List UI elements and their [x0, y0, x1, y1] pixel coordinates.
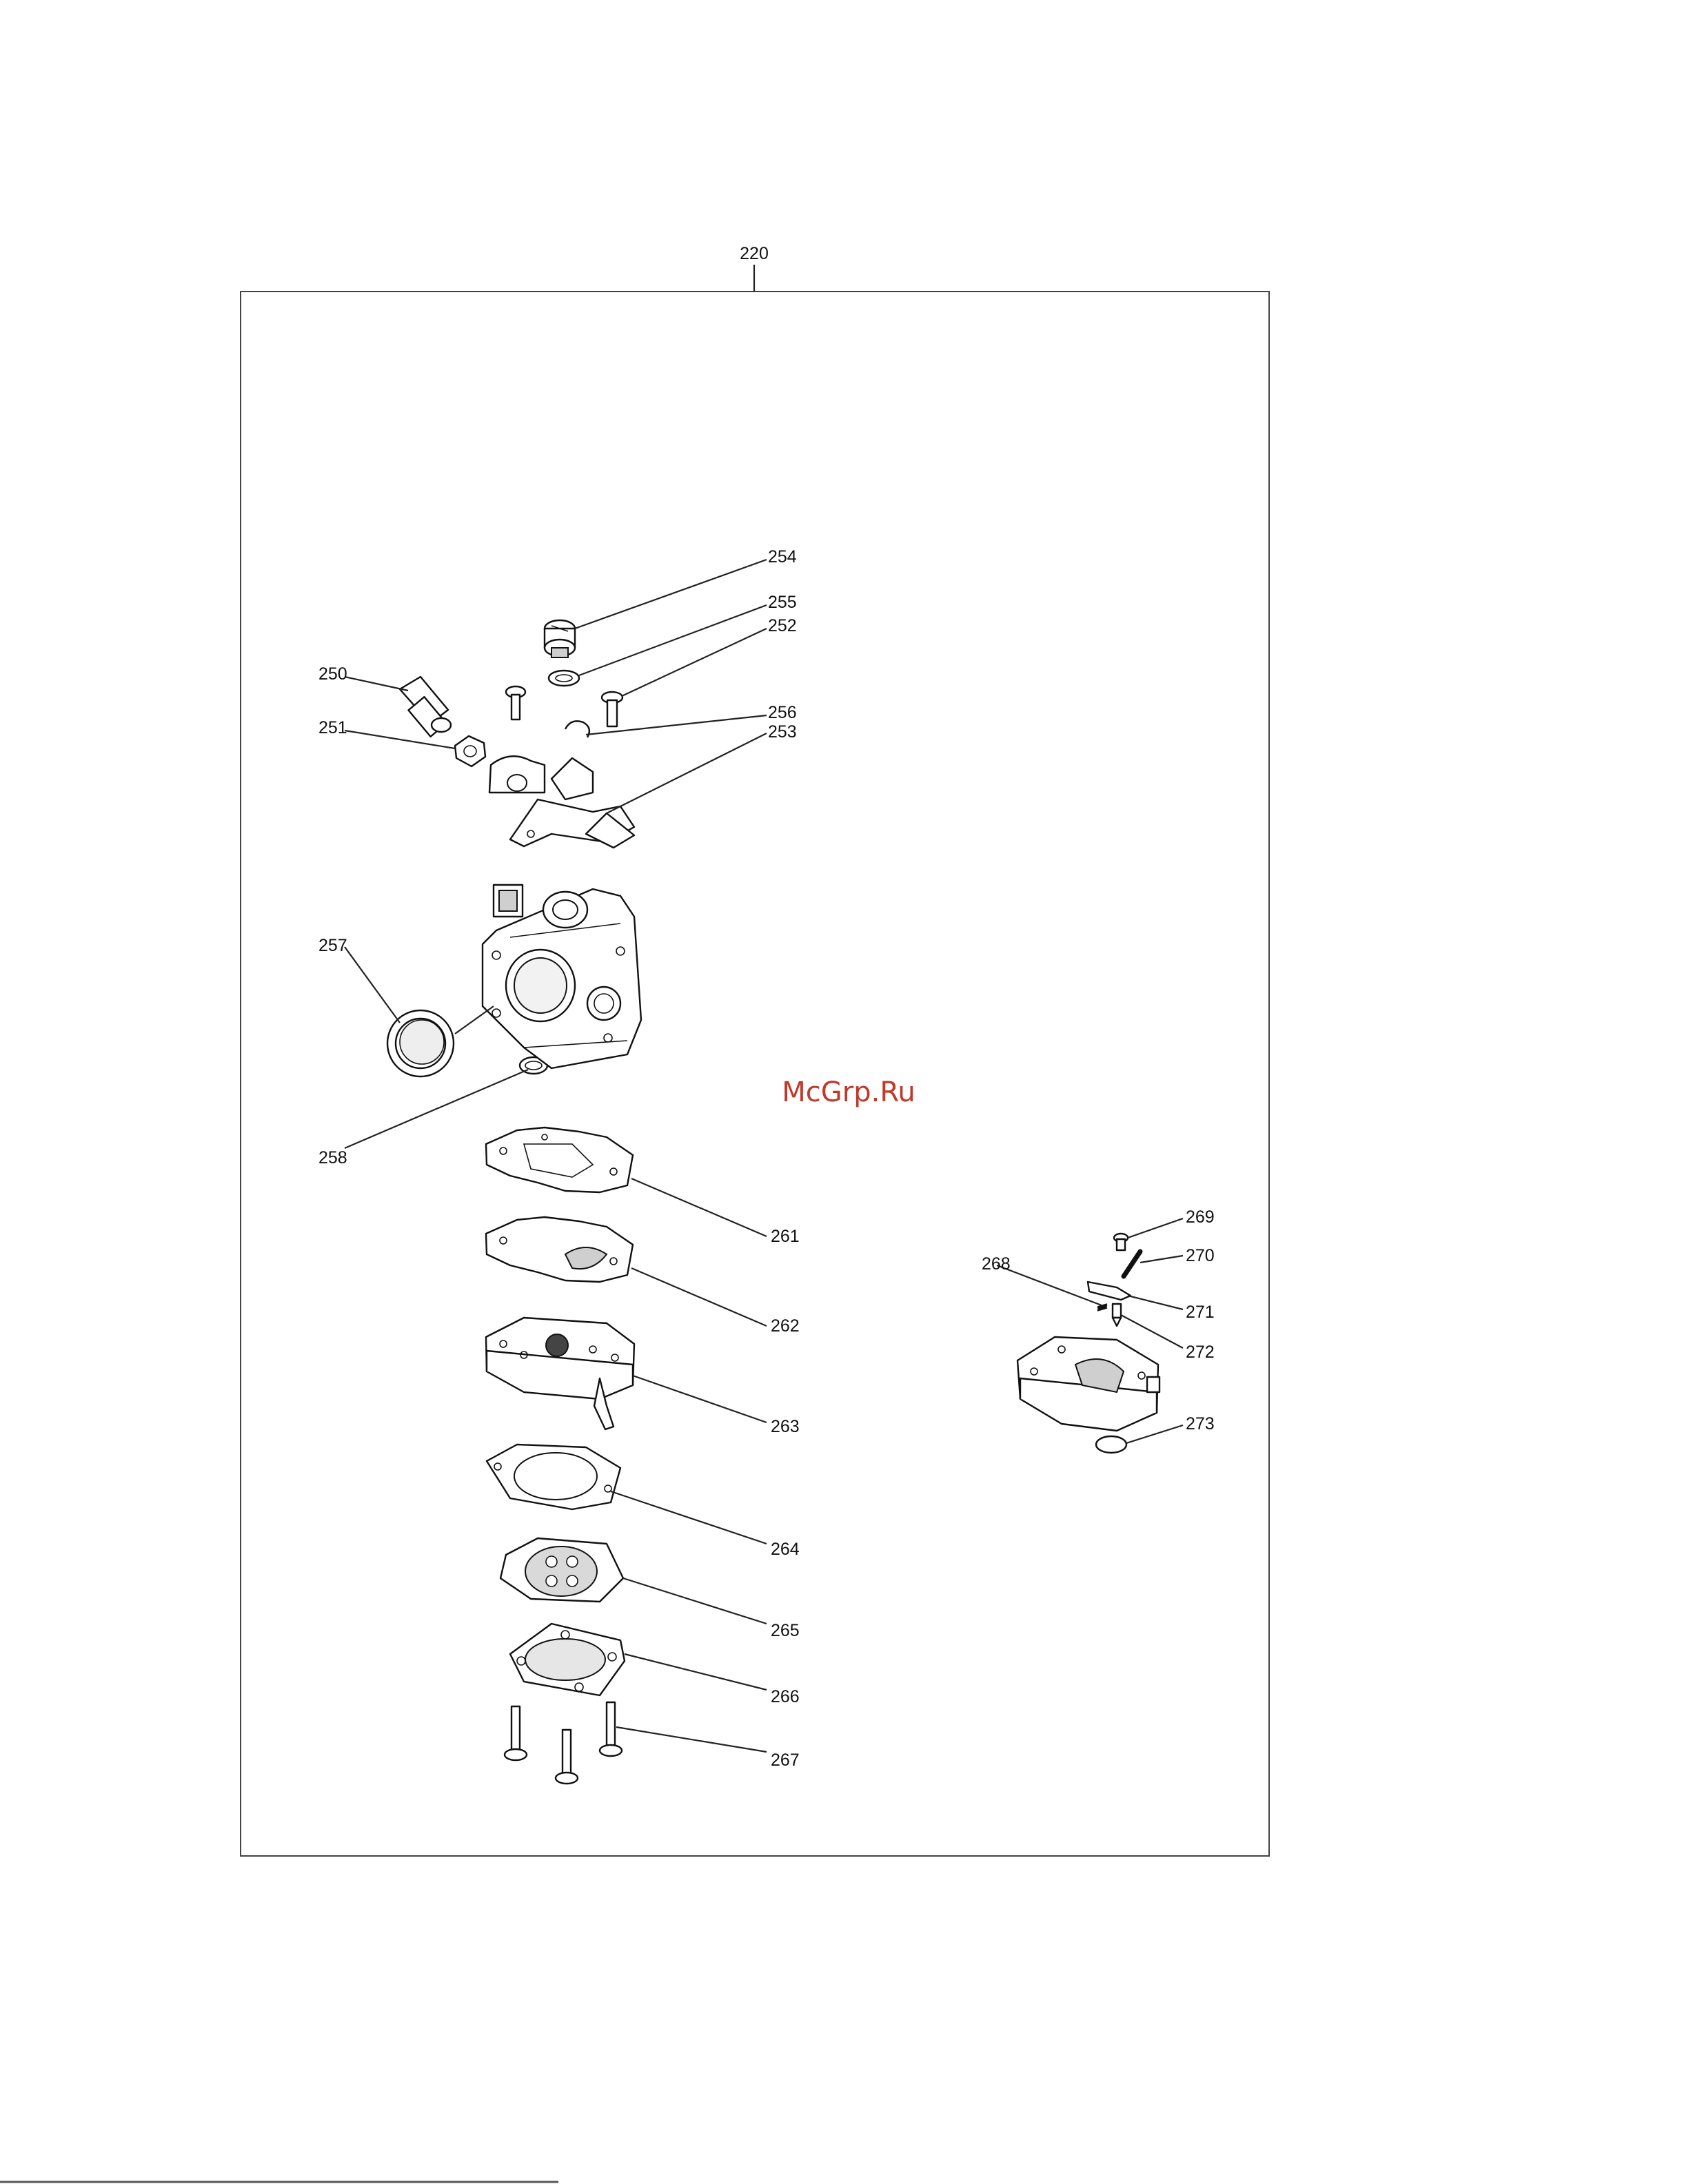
callout-265: 265: [771, 1621, 800, 1640]
callout-263: 263: [771, 1417, 800, 1436]
callout-273: 273: [1186, 1414, 1215, 1433]
metering-diaphragm-icon: [500, 1538, 623, 1602]
screw-icon: [600, 1702, 622, 1756]
pin-icon: [1124, 1252, 1140, 1276]
hex-nut-icon: [455, 736, 485, 766]
callout-250: 250: [318, 664, 347, 684]
callout-270: 270: [1186, 1246, 1215, 1265]
diaphragm-icon: [486, 1217, 633, 1282]
screw-icon: [505, 1706, 527, 1760]
throttle-lever-icon: [489, 756, 634, 848]
clip-icon: [565, 721, 589, 737]
washer-icon: [549, 671, 579, 686]
callout-262: 262: [771, 1316, 800, 1336]
callout-266: 266: [771, 1687, 800, 1706]
diagram-frame: [241, 292, 1269, 1856]
gasket-icon: [486, 1127, 633, 1192]
screw-icon: [1114, 1234, 1128, 1250]
callout-269: 269: [1186, 1207, 1215, 1227]
fuel-fitting-icon: [400, 677, 451, 737]
callout-251: 251: [318, 718, 347, 737]
screw-icon: [506, 686, 525, 720]
gasket-icon: [487, 1445, 620, 1509]
plug-icon: [1096, 1436, 1126, 1453]
callout-261: 261: [771, 1227, 800, 1246]
needle-valve-icon: [1113, 1304, 1121, 1326]
carburetor-body-icon: [483, 885, 641, 1068]
callout-268: 268: [982, 1254, 1011, 1274]
callout-267: 267: [771, 1751, 800, 1770]
screw-icon: [602, 692, 622, 726]
callout-253: 253: [768, 722, 797, 742]
lever-icon: [1088, 1282, 1131, 1300]
callout-252: 252: [768, 616, 797, 635]
cover-icon: [510, 1624, 625, 1695]
callout-258: 258: [318, 1148, 347, 1167]
pump-body-icon: [486, 1318, 634, 1429]
assembly-number: 220: [740, 244, 769, 263]
adjust-screw-icon: [545, 620, 575, 657]
callout-257: 257: [318, 936, 347, 955]
callout-254: 254: [768, 547, 797, 567]
pump-body-icon: [1017, 1337, 1160, 1431]
callout-271: 271: [1186, 1303, 1215, 1322]
screw-icon: [556, 1730, 578, 1784]
callout-256: 256: [768, 703, 797, 722]
callout-272: 272: [1186, 1343, 1215, 1362]
callout-264: 264: [771, 1540, 800, 1559]
watermark: McGrp.Ru: [782, 1076, 915, 1108]
callout-255: 255: [768, 593, 797, 612]
